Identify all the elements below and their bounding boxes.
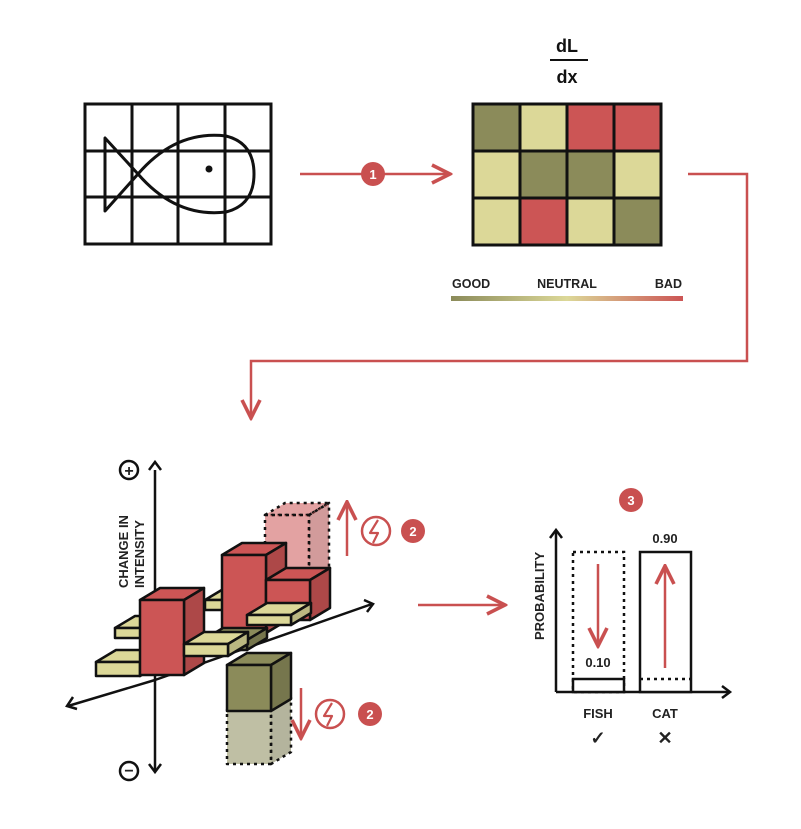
- legend-gradient-bar: [451, 296, 683, 301]
- svg-text:−: −: [124, 763, 133, 780]
- connector-arrow: [251, 172, 749, 418]
- lightning-icon: [360, 515, 392, 547]
- bad-tall-block: [138, 586, 206, 677]
- heatmap-cell-good: [471, 102, 522, 153]
- cross-icon: ✕: [657, 728, 672, 748]
- legend-neutral-label: NEUTRAL: [537, 277, 597, 291]
- step-2-badge-top: 2: [401, 519, 425, 543]
- heatmap-cell-bad: [518, 196, 569, 247]
- step-1-arrow: 1: [300, 162, 450, 186]
- heatmap-cell-neutral: [518, 102, 569, 153]
- step-1-badge: 1: [369, 167, 376, 182]
- fish-icon: [103, 133, 256, 215]
- heatmap-cell-good: [612, 196, 663, 247]
- heatmap-cell-good: [565, 149, 616, 200]
- gradient-numerator: dL: [556, 36, 578, 56]
- fish-class-label: FISH: [583, 706, 613, 721]
- probability-chart: 3 PROBABILITY 0.10 0.90 FISH CAT ✓ ✕: [532, 488, 733, 748]
- step-3-badge: 3: [619, 488, 643, 512]
- svg-text:3: 3: [627, 493, 634, 508]
- fish-eye-icon: [205, 165, 213, 173]
- gradient-fraction: dL dx: [550, 36, 588, 87]
- heatmap-cell-neutral: [612, 149, 663, 200]
- plus-icon: +: [118, 459, 140, 481]
- gradient-legend: GOOD NEUTRAL BAD: [451, 277, 683, 301]
- heatmap-cell-neutral: [471, 149, 522, 200]
- heatmap-cell-bad: [612, 102, 663, 153]
- neutral-flat-block: [182, 630, 250, 658]
- legend-good-label: GOOD: [452, 277, 490, 291]
- heatmap-cell-bad: [565, 102, 616, 153]
- heatmap-cell-neutral: [565, 196, 616, 247]
- heatmap-cell-neutral: [471, 196, 522, 247]
- minus-icon: −: [118, 760, 140, 782]
- fish-original-bar-outline: [571, 550, 626, 694]
- gradient-heatmap: [471, 102, 663, 247]
- lightning-icon: [314, 698, 346, 730]
- cat-value-label: 0.90: [652, 531, 677, 546]
- fish-value-label: 0.10: [585, 655, 610, 670]
- svg-text:+: +: [124, 463, 133, 480]
- probability-axis-label: PROBABILITY: [532, 552, 547, 640]
- neutral-flat-block: [245, 601, 313, 627]
- step-2-badge-bottom: 2: [358, 702, 382, 726]
- svg-text:2: 2: [409, 524, 416, 539]
- check-icon: ✓: [590, 728, 605, 748]
- gradient-denominator: dx: [556, 67, 577, 87]
- cat-class-label: CAT: [652, 706, 678, 721]
- intensity-axis-label-line1: CHANGE IN: [116, 515, 131, 588]
- legend-bad-label: BAD: [655, 277, 682, 291]
- intensity-plot: + − CHANGE IN INTENSITY 2 2: [65, 459, 425, 782]
- z-axis: [67, 678, 156, 708]
- svg-text:2: 2: [366, 707, 373, 722]
- intensity-blocks: [94, 501, 332, 766]
- fish-image-panel: [83, 102, 273, 246]
- heatmap-cell-good: [518, 149, 569, 200]
- good-block: [225, 651, 293, 713]
- fish-bar: [571, 677, 626, 694]
- intensity-axis-label-line2: INTENSITY: [132, 520, 147, 588]
